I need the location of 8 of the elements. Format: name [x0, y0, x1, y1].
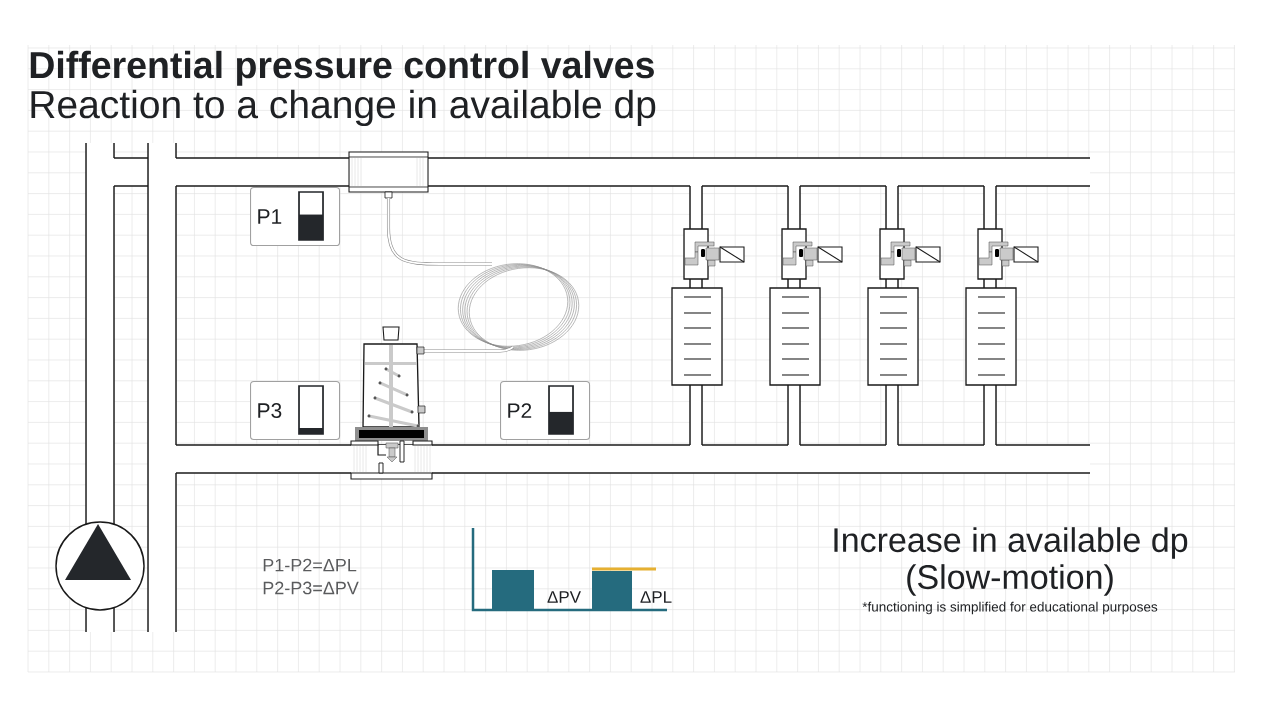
formula: P2-P3=ΔPV: [263, 581, 359, 595]
bar-label: ΔPV: [547, 591, 581, 603]
formula: P1-P2=ΔPL: [263, 558, 357, 572]
title: Differential pressure control valves: [30, 50, 654, 86]
caption: Increase in available dp (Slow-motion): [834, 527, 1188, 596]
footnote: *functioning is simplified for educational purposes: [862, 601, 1158, 615]
subtitle: Reaction to a change in available dp: [31, 89, 656, 127]
bar-label: ΔPL: [640, 591, 672, 603]
